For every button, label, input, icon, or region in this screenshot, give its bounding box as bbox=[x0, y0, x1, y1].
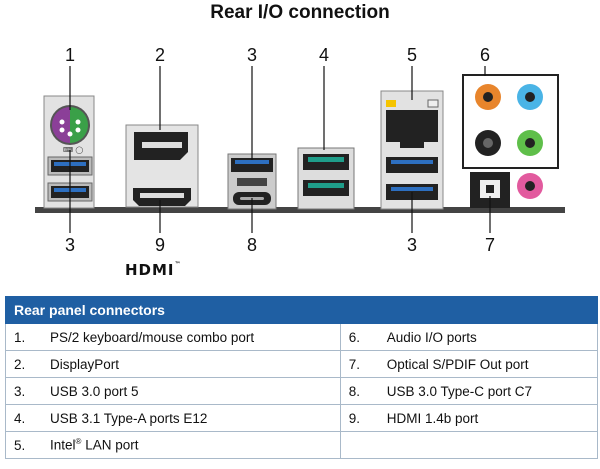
row-label: Intel® LAN port bbox=[42, 431, 341, 459]
row-label: Optical S/PDIF Out port bbox=[378, 350, 598, 378]
row-label: USB 3.0 Type-C port C7 bbox=[378, 377, 598, 405]
rear-io-diagram: ⌨ ◯ bbox=[35, 66, 565, 233]
callout-1: 1 bbox=[64, 45, 75, 65]
hdmi-port-icon bbox=[133, 188, 191, 206]
connector-legend-table: Rear panel connectors 1. PS/2 keyboard/m… bbox=[5, 296, 598, 459]
callout-9: 9 bbox=[154, 235, 165, 255]
table-row: 4. USB 3.1 Type-A ports E12 9. HDMI 1.4b… bbox=[5, 404, 598, 432]
row-number: 1. bbox=[5, 323, 42, 351]
callout-5: 5 bbox=[406, 45, 417, 65]
row-label: HDMI 1.4b port bbox=[378, 404, 598, 432]
row-label bbox=[378, 431, 598, 459]
row-number: 3. bbox=[5, 377, 42, 405]
lan-port-icon bbox=[380, 90, 444, 210]
table-row: 3. USB 3.0 port 5 8. USB 3.0 Type-C port… bbox=[5, 377, 598, 405]
row-number: 4. bbox=[5, 404, 42, 432]
row-number: 7. bbox=[339, 350, 379, 378]
diagram-title: Rear I/O connection bbox=[210, 2, 390, 23]
callout-2: 2 bbox=[154, 45, 165, 65]
hdmi-logo: HDMI™ bbox=[125, 261, 181, 279]
row-label: Audio I/O ports bbox=[378, 323, 598, 351]
row-label: PS/2 keyboard/mouse combo port bbox=[42, 323, 341, 351]
callout-7: 7 bbox=[484, 235, 495, 255]
row-number: 2. bbox=[5, 350, 42, 378]
row-label: DisplayPort bbox=[42, 350, 341, 378]
row-number: 8. bbox=[339, 377, 379, 405]
row-number: 9. bbox=[339, 404, 379, 432]
leader-lines bbox=[69, 66, 491, 233]
callout-3: 3 bbox=[246, 45, 257, 65]
table-row: 2. DisplayPort 7. Optical S/PDIF Out por… bbox=[5, 350, 598, 378]
table-row: 1. PS/2 keyboard/mouse combo port 6. Aud… bbox=[5, 323, 598, 351]
legend-header: Rear panel connectors bbox=[5, 296, 598, 324]
row-label: USB 3.1 Type-A ports E12 bbox=[42, 404, 341, 432]
usb31-port-icon bbox=[297, 147, 355, 210]
row-number: 6. bbox=[339, 323, 379, 351]
audio-jacks-icon bbox=[462, 74, 559, 199]
row-label: USB 3.0 port 5 bbox=[42, 377, 341, 405]
row-number bbox=[339, 431, 379, 459]
row-number: 5. bbox=[5, 431, 42, 459]
svg-text:⌨ ◯: ⌨ ◯ bbox=[63, 146, 83, 154]
panel-baseline bbox=[35, 207, 565, 213]
callout-3-bottom-left: 3 bbox=[64, 235, 75, 255]
callout-3-bottom-right: 3 bbox=[406, 235, 417, 255]
callout-8: 8 bbox=[246, 235, 257, 255]
usb-typec-stack-icon bbox=[227, 153, 277, 210]
callout-4: 4 bbox=[318, 45, 329, 65]
ps2-port-icon: ⌨ ◯ bbox=[43, 95, 95, 209]
callout-6: 6 bbox=[479, 45, 490, 65]
table-row: 5. Intel® LAN port bbox=[5, 431, 598, 459]
